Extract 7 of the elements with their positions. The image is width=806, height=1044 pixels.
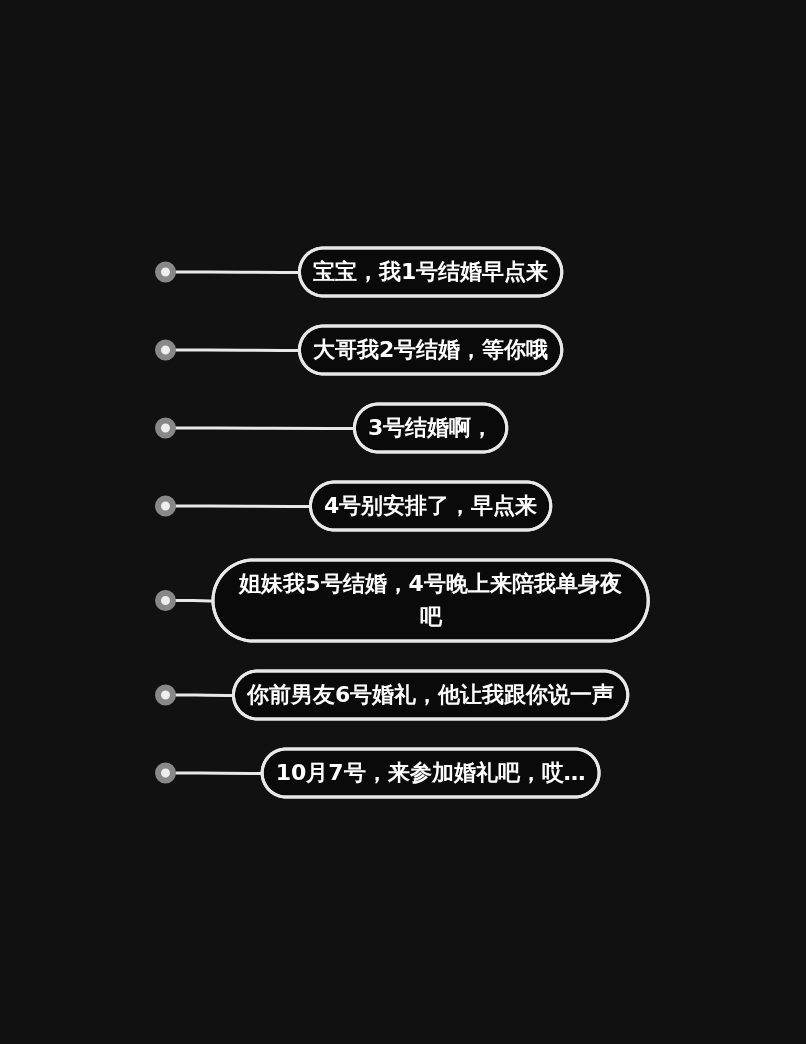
node-circle (154, 261, 176, 282)
node-circle (154, 339, 176, 360)
node-circle (154, 589, 176, 611)
node-circle (154, 684, 176, 705)
node-circle (154, 417, 176, 438)
node-circle (154, 495, 176, 516)
node-circle (154, 762, 176, 783)
